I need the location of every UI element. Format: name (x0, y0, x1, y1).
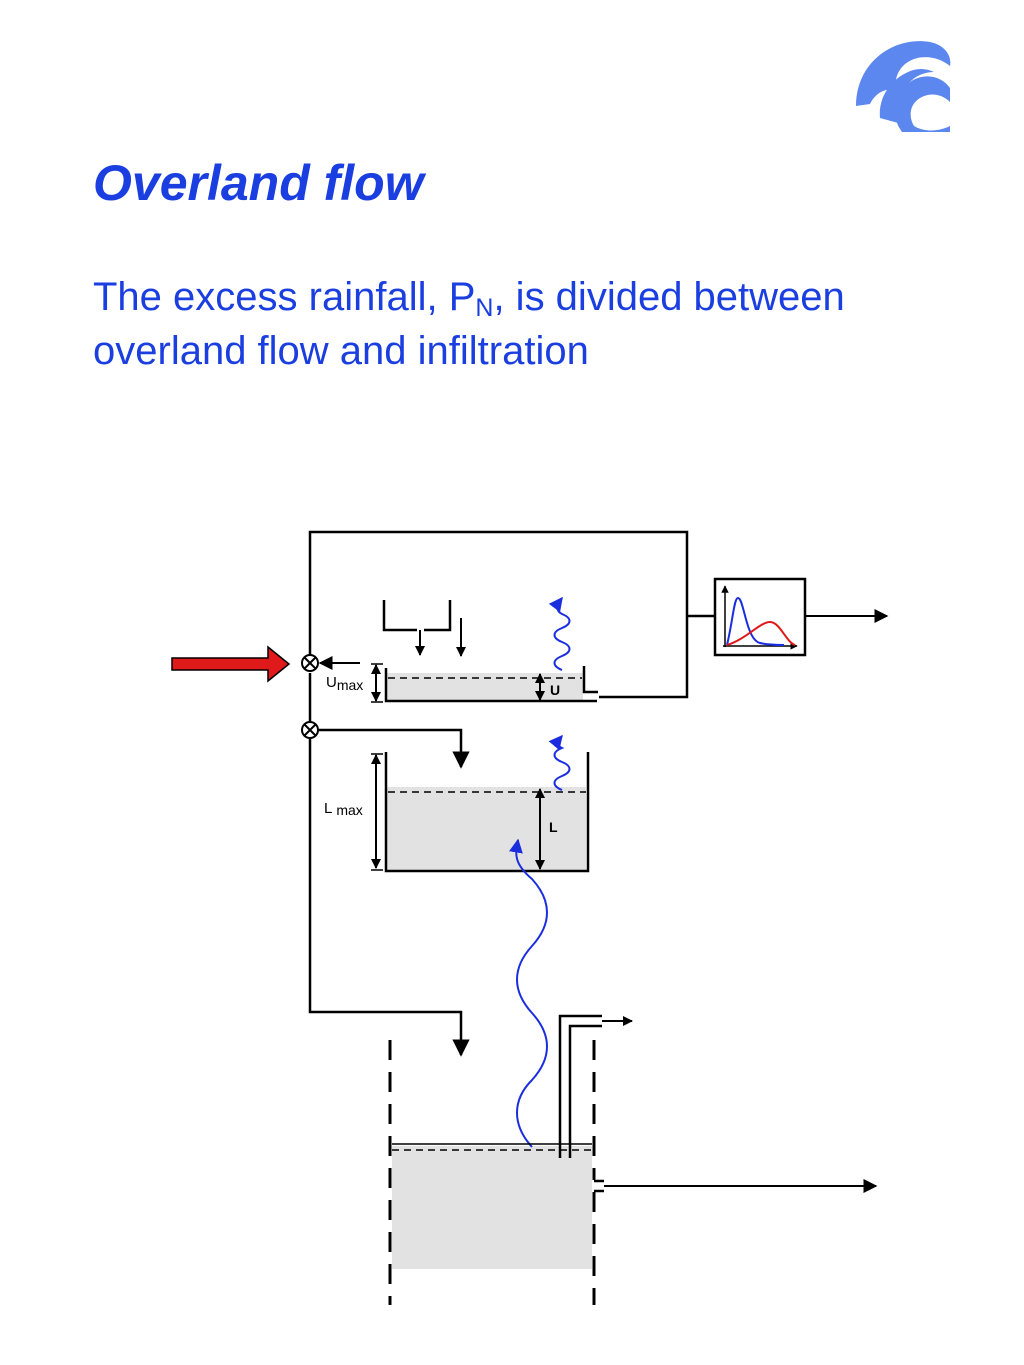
percolation-line (308, 738, 470, 1057)
junction-1-icon (301, 654, 319, 672)
l-label: L (549, 819, 558, 835)
u-label: U (550, 682, 560, 698)
root-zone-storage-water (387, 787, 586, 870)
capillary-rise-wave (509, 838, 548, 1148)
surface-evaporation-wave (548, 596, 571, 671)
subtitle-part-2: , is divided between overland flow and i… (93, 275, 845, 373)
surface-storage-tank (384, 668, 597, 703)
overland-flow-loop-line (308, 530, 689, 699)
interception-funnel (382, 600, 452, 632)
wave-logo-icon (856, 41, 951, 132)
infiltration-line (318, 728, 470, 769)
slide-title: Overland flow (93, 155, 424, 211)
subtitle-part-1: The excess rainfall, P (93, 275, 476, 319)
subtitle-subscript: N (475, 294, 494, 322)
root-zone-tank (384, 752, 590, 873)
junction-2-icon (301, 721, 319, 739)
hydrograph-curve-red (726, 620, 796, 646)
slide-subtitle: The excess rainfall, PN, is divided betw… (93, 270, 973, 378)
red-arrow-icon (171, 645, 291, 683)
surface-storage-outlet (582, 666, 598, 694)
root-zone-evaporation-wave (548, 734, 571, 791)
umax-label: Umax (326, 674, 363, 693)
groundwater-storage-water (392, 1146, 592, 1269)
baseflow-outlet (594, 1179, 604, 1193)
hydrograph-curve-blue (726, 596, 785, 646)
abstraction-pipe (558, 1014, 602, 1158)
